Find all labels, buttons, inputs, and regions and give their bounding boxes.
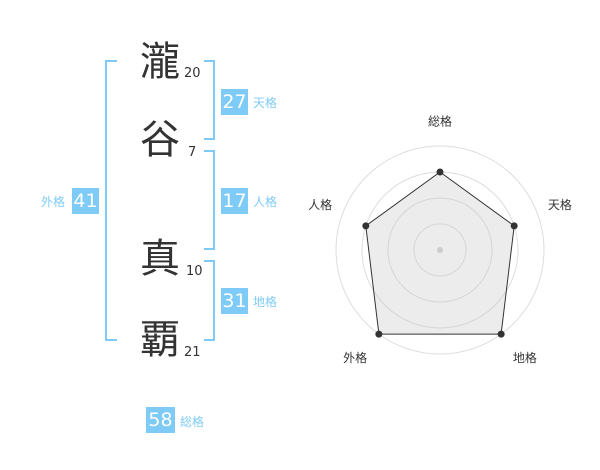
stroke-count-1: 20 (184, 66, 201, 81)
gaikaku-label: 外格 (41, 195, 66, 209)
stroke-count-3: 10 (186, 264, 203, 279)
soukaku-label: 総格 (180, 415, 205, 429)
stroke-count-4: 21 (184, 345, 201, 360)
gaikaku-value: 41 (72, 188, 99, 214)
radar-axis-label-5: 人格 (308, 197, 332, 212)
name-char-4: 覇 (140, 317, 180, 363)
chikaku-value: 31 (221, 288, 248, 314)
radar-ring-1 (413, 223, 467, 277)
radar-point-4 (375, 330, 383, 338)
radar-shape (365, 171, 515, 335)
radar-center-dot (437, 247, 443, 253)
radar-polygon (365, 171, 515, 335)
chikaku-label: 地格 (253, 295, 278, 309)
radar-point-5 (362, 222, 370, 230)
radar-ring-2 (387, 197, 493, 303)
jinkaku-label: 人格 (253, 195, 278, 209)
radar-axis-label-2: 天格 (548, 197, 572, 212)
tenkaku-label: 天格 (253, 96, 278, 110)
radar-axis-label-3: 地格 (513, 350, 537, 365)
radar-points (362, 168, 518, 338)
radar-axis-label-4: 外格 (343, 350, 367, 365)
soukaku-value: 58 (146, 407, 175, 433)
radar-point-3 (497, 330, 505, 338)
radar-axis-label-1: 総格 (428, 114, 452, 129)
stroke-count-2: 7 (188, 145, 197, 160)
name-char-3: 真 (140, 236, 180, 282)
tenkaku-value: 27 (221, 89, 248, 115)
radar-point-1 (436, 168, 444, 176)
radar-point-2 (510, 222, 518, 230)
name-char-1: 瀧 (140, 39, 180, 85)
name-char-2: 谷 (140, 117, 180, 163)
jinkaku-value: 17 (221, 188, 248, 214)
